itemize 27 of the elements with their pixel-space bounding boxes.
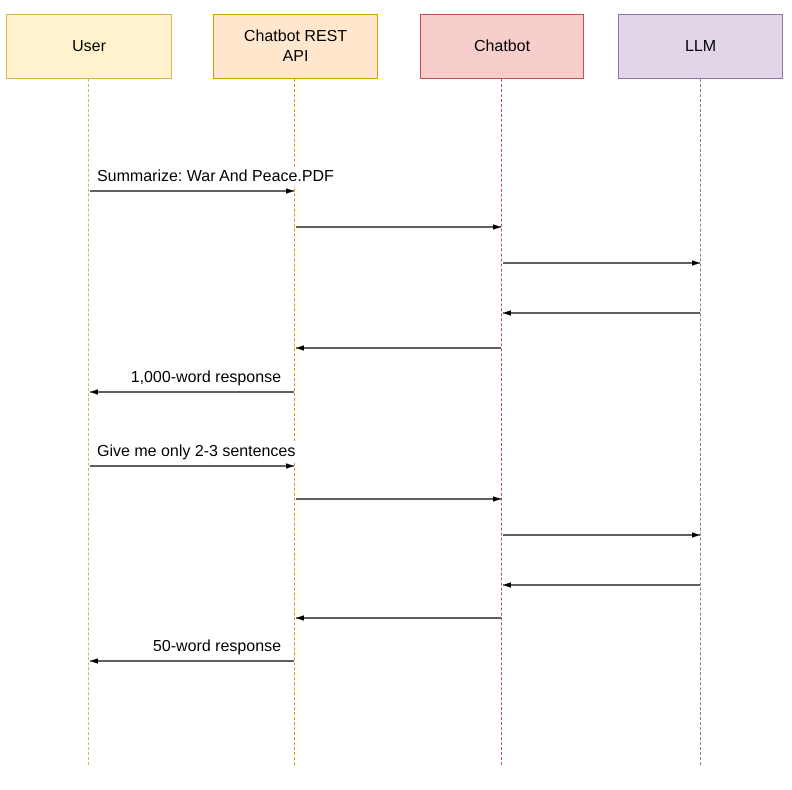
message-arrow (90, 188, 294, 194)
participant-box (420, 14, 584, 79)
participant-box (6, 14, 172, 79)
message-label: Give me only 2-3 sentences (96, 442, 296, 461)
message-arrow (90, 389, 294, 395)
message-arrow (503, 532, 700, 538)
message-label: 1,000-word response (130, 368, 282, 387)
message-arrow (296, 496, 501, 502)
lifeline (88, 79, 90, 765)
participant-label: LLM (684, 36, 716, 56)
participant-label: Chatbot (474, 36, 530, 56)
lifeline (700, 79, 702, 765)
message-arrow (296, 615, 501, 621)
lifeline (501, 79, 502, 765)
message-label: 50-word response (152, 637, 282, 656)
participant-label: User (72, 36, 106, 56)
message-arrow (90, 463, 294, 469)
message-label: Summarize: War And Peace.PDF (96, 167, 335, 186)
message-arrow (503, 260, 700, 266)
message-arrow (296, 345, 501, 351)
message-arrow (296, 224, 501, 230)
participant-box (618, 14, 783, 79)
message-arrow (90, 658, 294, 664)
message-arrow (503, 582, 700, 588)
message-arrow (503, 310, 700, 316)
participant-box (213, 14, 378, 79)
participant-label: Chatbot REST API (242, 26, 348, 66)
